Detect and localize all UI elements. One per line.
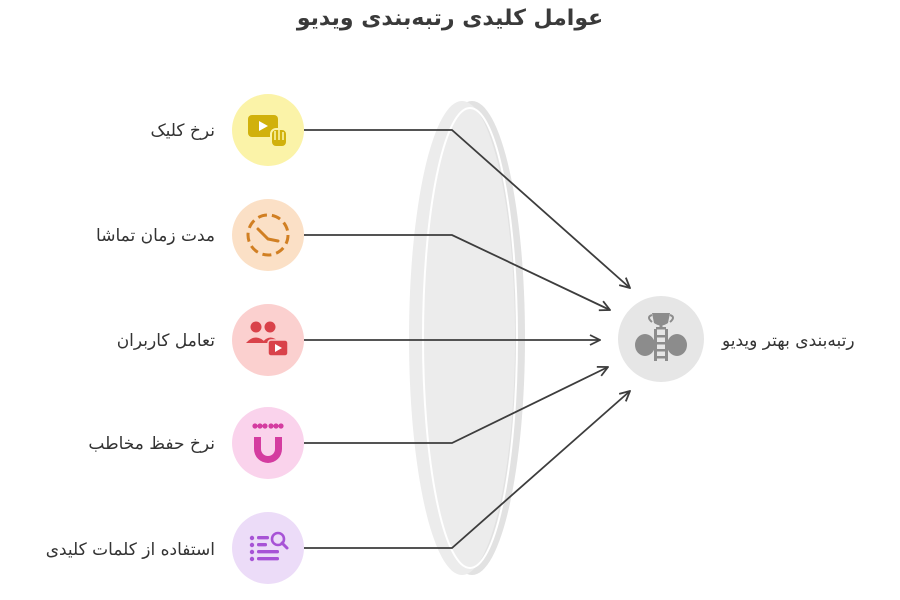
factor-label-watch-time: مدت زمان تماشا <box>96 226 215 246</box>
lens-shape <box>409 101 525 575</box>
factor-nodes <box>232 94 304 584</box>
factor-circle <box>232 512 304 584</box>
timer-icon <box>246 213 290 257</box>
factor-node-3 <box>232 304 304 376</box>
factor-node-1 <box>232 94 304 166</box>
factor-label-retention: نرخ حفظ مخاطب <box>88 434 215 454</box>
factor-label-keywords: استفاده از کلمات کلیدی <box>45 540 215 560</box>
lens-edge <box>422 107 518 569</box>
diagram-title: عوامل کلیدی رتبه‌بندی ویدیو <box>296 6 604 31</box>
users-video-icon <box>246 321 289 357</box>
factor-circle <box>232 407 304 479</box>
factor-circle <box>232 199 304 271</box>
trophy-ladder-icon <box>635 313 687 361</box>
factor-node-2 <box>232 199 304 271</box>
result-node <box>618 296 704 382</box>
magnet-icon <box>252 423 284 463</box>
factor-node-5 <box>232 512 304 584</box>
connector-4 <box>304 367 608 444</box>
play-click-icon <box>248 115 288 148</box>
connector-1 <box>304 129 630 288</box>
factor-label-click-rate: نرخ کلیک <box>150 121 215 141</box>
result-circle <box>618 296 704 382</box>
keyword-search-icon <box>249 531 289 562</box>
result-label: رتبه‌بندی بهتر ویدیو <box>722 331 855 351</box>
factor-label-engagement: تعامل کاربران <box>116 331 215 351</box>
lens-front <box>409 101 515 575</box>
connectors <box>304 129 630 549</box>
connector-2 <box>304 234 610 310</box>
factor-node-4 <box>232 407 304 479</box>
connector-5 <box>304 391 630 549</box>
